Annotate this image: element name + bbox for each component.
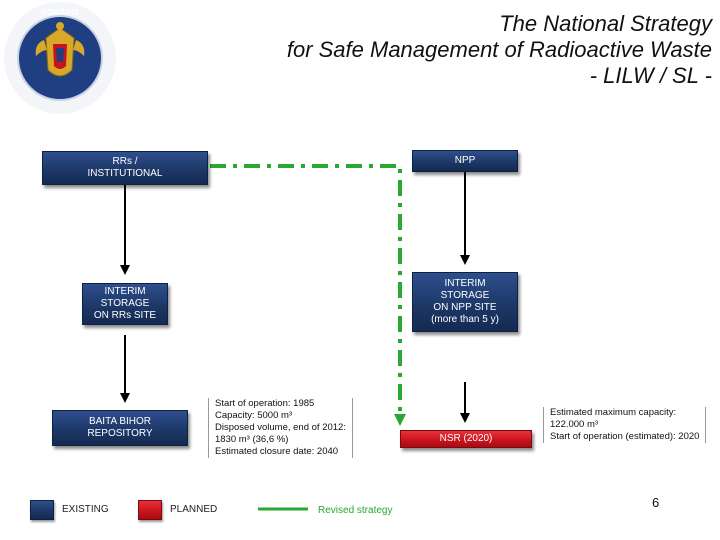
title-line-1: The National Strategy [499,11,712,36]
box-npp: NPP [412,150,518,172]
title-line-3: - LILW / SL - [589,63,712,88]
box-baita-bihor-repository: BAITA BIHOR REPOSITORY [52,410,188,446]
box-baita-line-2: REPOSITORY [87,428,153,439]
romania-coat-of-arms-logo: ROMÂNIA [0,0,120,120]
box-interim-npp-line-2: STORAGE [440,290,490,301]
baita-info-line-4: 1830 m³ (36,6 %) [215,434,289,445]
legend-revised-label: Revised strategy [318,505,393,516]
legend-planned-swatch [138,500,162,520]
box-interim-npp-line-3: ON NPP SITE [433,302,497,313]
logo-emblem-icon [4,2,116,114]
box-nsr: NSR (2020) [400,430,532,448]
box-interim-rrs-line-2: STORAGE [100,298,150,309]
box-nsr-label: NSR (2020) [439,433,493,444]
logo-text: ROMÂNIA [40,8,80,17]
baita-info-text: Start of operation: 1985 Capacity: 5000 … [208,398,353,458]
box-rrs-line-2: INSTITUTIONAL [87,168,163,179]
box-interim-storage-rrs: INTERIM STORAGE ON RRs SITE [82,283,168,325]
baita-info-line-5: Estimated closure date: 2040 [215,446,339,457]
nsr-info-line-3: Start of operation (estimated): 2020 [550,431,700,442]
nsr-info-line-2: 122.000 m³ [550,419,599,430]
box-interim-npp-line-4: (more than 5 y) [431,314,499,325]
box-rrs-institutional: RRs / INSTITUTIONAL [42,151,208,185]
page-number: 6 [652,495,660,510]
revised-strategy-path [210,164,406,426]
box-interim-npp-line-1: INTERIM [444,278,486,289]
box-npp-label: NPP [454,155,476,166]
box-baita-line-1: BAITA BIHOR [88,416,152,427]
baita-info-line-3: Disposed volume, end of 2012: [215,422,346,433]
nsr-info-line-1: Estimated maximum capacity: [550,407,677,418]
box-interim-rrs-line-3: ON RRs SITE [93,310,157,321]
legend-existing-swatch [30,500,54,520]
baita-info-line-2: Capacity: 5000 m³ [215,410,293,421]
nsr-info-text: Estimated maximum capacity: 122.000 m³ S… [543,407,707,443]
baita-info-line-1: Start of operation: 1985 [215,398,315,409]
box-interim-storage-npp: INTERIM STORAGE ON NPP SITE (more than 5… [412,272,518,332]
title-line-2: for Safe Management of Radioactive Waste [286,37,712,62]
box-interim-rrs-line-1: INTERIM [104,286,146,297]
legend-existing-label: EXISTING [62,504,109,515]
box-rrs-line-1: RRs / [112,156,138,167]
legend-planned-label: PLANNED [170,504,218,515]
